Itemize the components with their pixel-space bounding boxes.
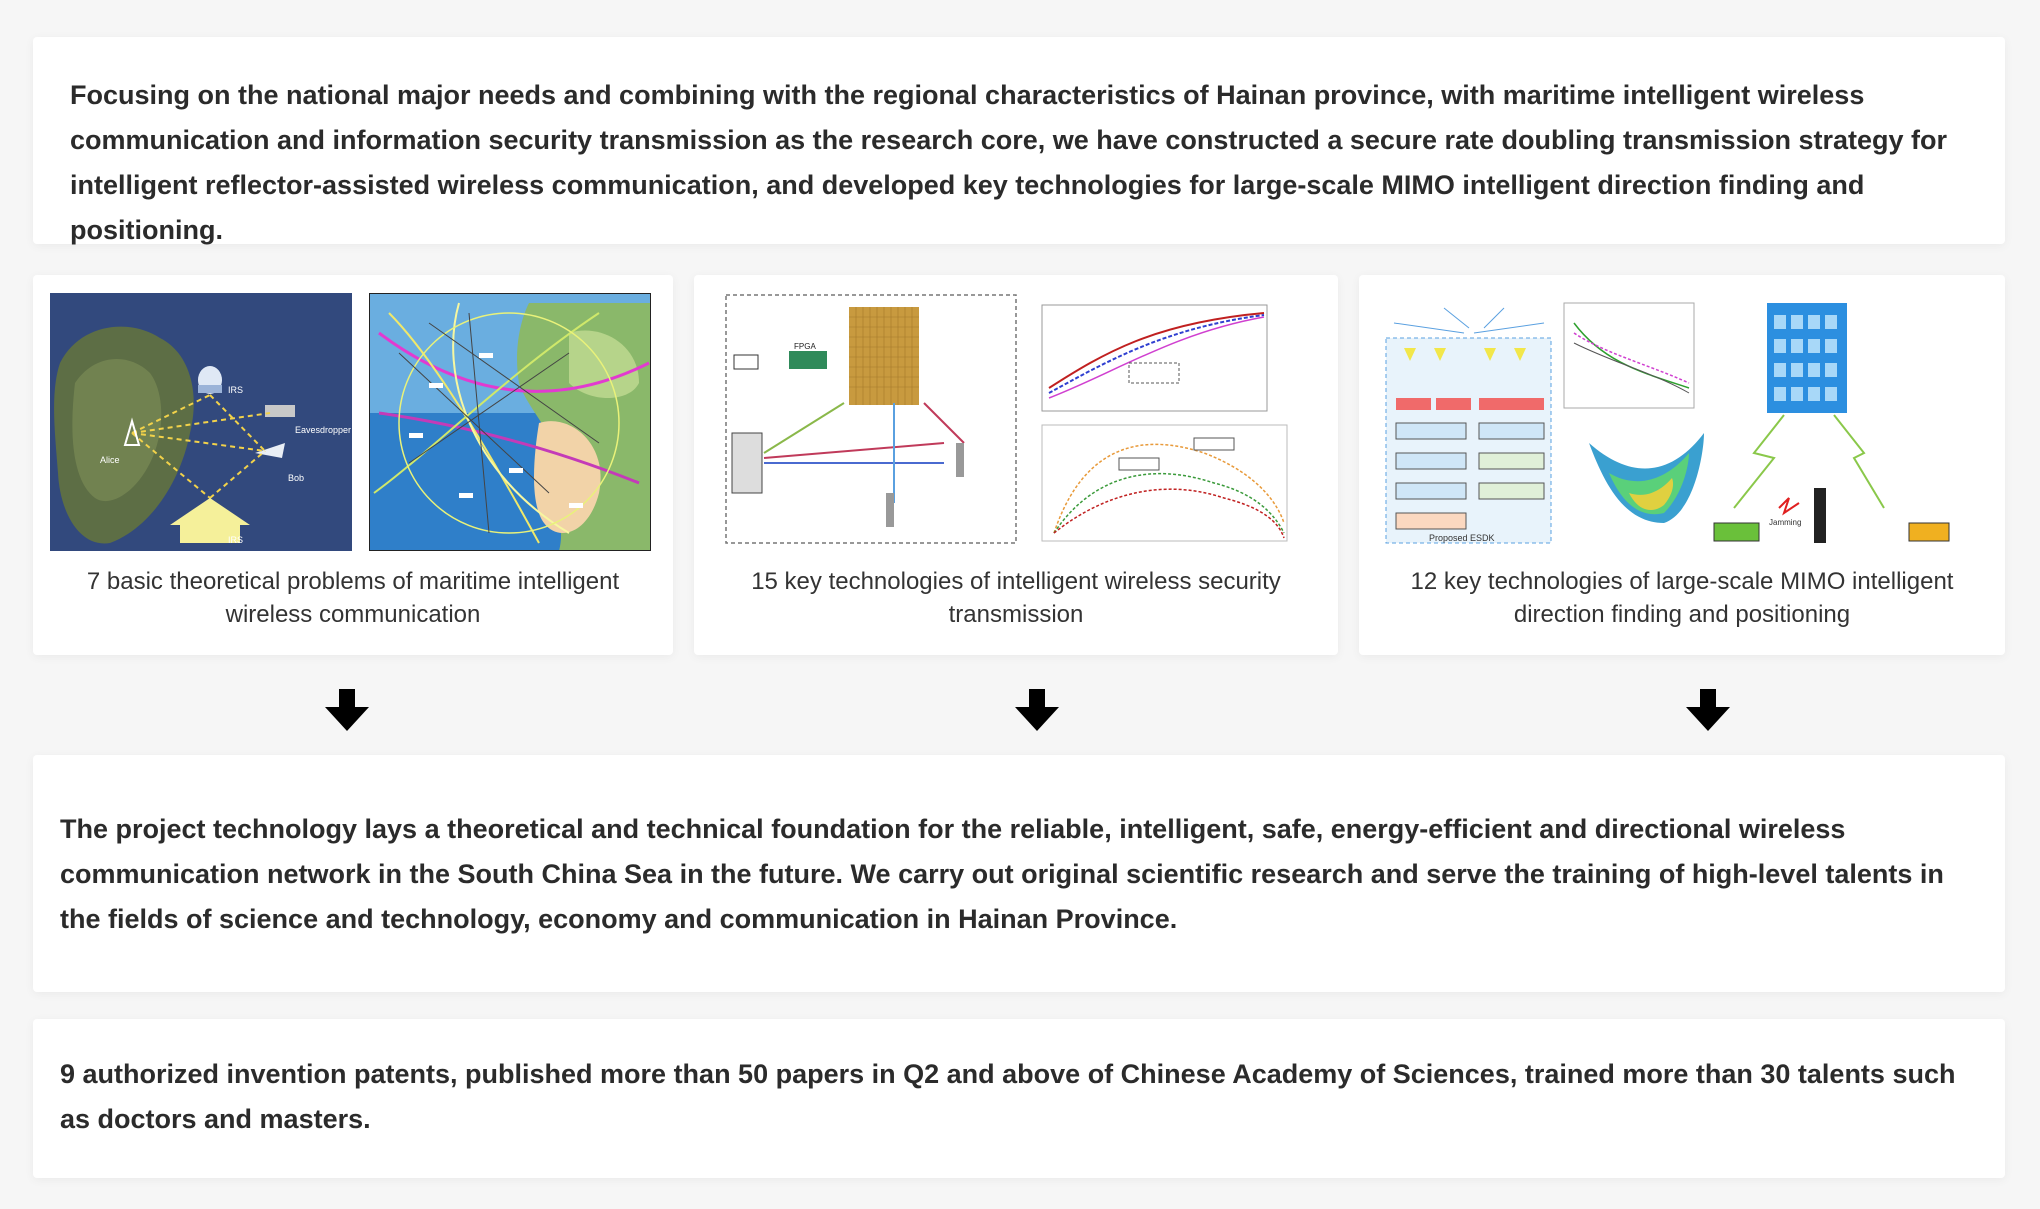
intro-card: Focusing on the national major needs and… (33, 37, 2005, 245)
security-transmission-figure: FPGA (725, 294, 1288, 544)
label-irs-top: IRS (228, 385, 243, 395)
down-arrow-icon (325, 689, 369, 731)
label-irs-bottom: IRS (228, 535, 243, 545)
label-proposed-esdk: Proposed ESDK (1429, 533, 1495, 543)
topic-caption-theory: 7 basic theoretical problems of maritime… (86, 568, 620, 628)
label-bob: Bob (288, 473, 304, 483)
achievements-card: 9 authorized invention patents, publishe… (33, 1019, 2005, 1178)
topic-card-positioning: Proposed ESDK Jamming 12 key te (1359, 275, 2005, 655)
down-arrow-icon (1015, 689, 1059, 731)
result-card: The project technology lays a theoretica… (33, 755, 2005, 992)
achievements-text: 9 authorized invention patents, publishe… (60, 1059, 1956, 1134)
hainan-satellite-figure: IRS Eavesdropper Bob Alice IRS (50, 293, 352, 551)
topic-card-theory: IRS Eavesdropper Bob Alice IRS (33, 275, 673, 655)
mimo-positioning-figure: Proposed ESDK Jamming (1385, 302, 1950, 544)
topic-caption-security: 15 key technologies of intelligent wirel… (751, 568, 1281, 628)
maritime-network-map (369, 293, 651, 551)
label-eavesdropper: Eavesdropper (295, 425, 351, 435)
topic-caption-positioning: 12 key technologies of large-scale MIMO … (1410, 568, 1954, 628)
intro-text: Focusing on the national major needs and… (70, 80, 1948, 245)
result-text: The project technology lays a theoretica… (60, 814, 1944, 934)
label-alice: Alice (100, 455, 120, 465)
topic-card-security: FPGA 15 key technologies of intelligent … (694, 275, 1338, 655)
label-jamming: Jamming (1769, 518, 1801, 527)
label-fpga: FPGA (794, 342, 816, 351)
down-arrow-icon (1686, 689, 1730, 731)
